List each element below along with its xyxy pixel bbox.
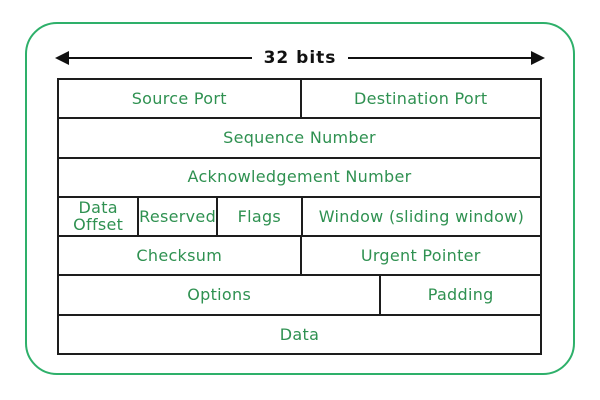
arrow-line-left [69,56,252,60]
table-row-acknowledgement: Acknowledgement Number [59,156,540,196]
cell-options: Options [187,285,252,305]
table-row-checksum-urgent: Checksum Urgent Pointer [59,235,541,275]
cell-destination-port: Destination Port [299,80,541,118]
cell-padding: Padding [379,276,540,314]
table-row-options-padding: Options Padding [59,274,540,314]
cell-data-offset: Data Offset [73,197,124,235]
bits-width-arrow: 32 bits [55,48,546,68]
table-row-sequence: Sequence Number [59,117,540,156]
arrow-right-head-icon [531,51,546,65]
table-row-ports: Source Port Destination Port [59,80,541,118]
cell-window: Window (sliding window) [300,197,540,236]
bits-label: 32 bits [263,48,337,68]
cell-source-port: Source Port [131,88,227,108]
cell-urgent-pointer: Urgent Pointer [299,237,541,275]
cell-reserved: Reserved [137,197,216,236]
table-row-data: Data [59,313,540,353]
cell-flags: Flags [215,197,301,236]
cell-sequence-number: Sequence Number [223,128,376,148]
tcp-header-table: Source Port Destination Port Sequence Nu… [57,78,542,355]
arrow-left-head-icon [55,51,69,65]
table-row-offset-flags-window: Data Offset Reserved Flags Window (slidi… [59,195,540,236]
arrow-line-right [348,56,532,60]
cell-data: Data [279,324,320,344]
cell-acknowledgement-number: Acknowledgement Number [187,167,412,187]
cell-checksum: Checksum [136,245,223,265]
